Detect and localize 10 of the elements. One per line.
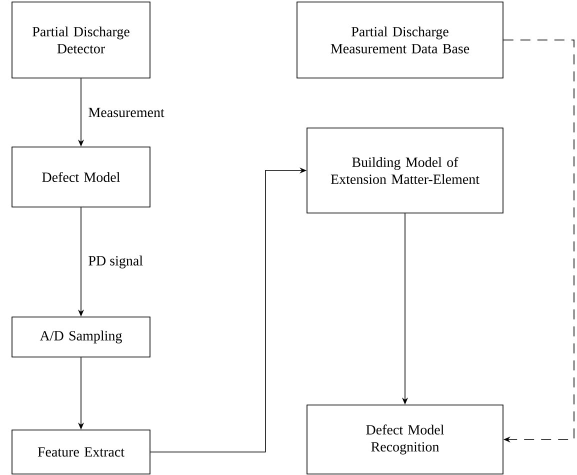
- process-box: Feature Extract: [12, 430, 150, 474]
- edge-label: PD signal: [88, 256, 143, 268]
- edge-label: Measurement: [88, 108, 164, 118]
- process-box: Building Model of Extension Matter-Element: [306, 128, 504, 214]
- process-box: Partial Discharge Measurement Data Base: [296, 2, 504, 78]
- process-box: A/D Sampling: [12, 316, 150, 358]
- process-box: Defect Model: [12, 146, 150, 208]
- process-box: Partial Discharge Detector: [12, 2, 150, 78]
- process-box: Defect Model Recognition: [306, 404, 504, 474]
- arrow: [503, 40, 574, 443]
